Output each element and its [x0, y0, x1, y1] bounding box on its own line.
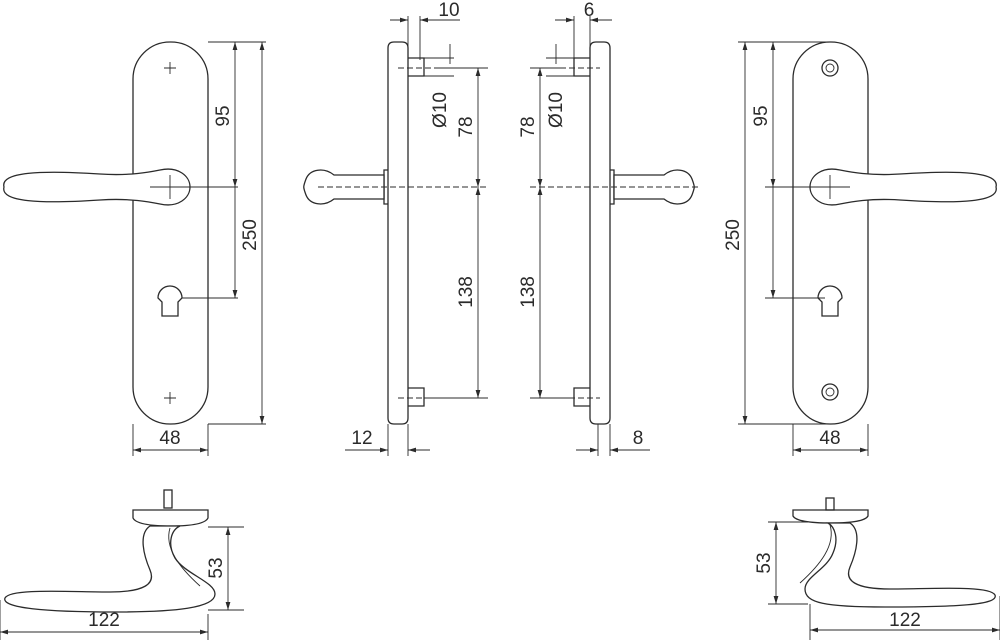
top-view-left: 53 122 [0, 489, 244, 640]
dim-53: 53 [206, 557, 227, 578]
screw-icon [821, 59, 839, 77]
dim-78: 78 [518, 116, 539, 137]
screw-icon [821, 383, 839, 401]
extension-lines [530, 57, 574, 399]
dim-78: 78 [456, 116, 477, 137]
center-lines [318, 67, 488, 399]
lever-profile [4, 525, 216, 613]
extension-lines [738, 41, 830, 425]
side-view-right: 6 Ø10 78 138 8 [518, 0, 700, 456]
dim-250: 250 [723, 219, 744, 251]
dim-53: 53 [754, 552, 775, 573]
keyhole [817, 285, 843, 317]
dim-95: 95 [213, 105, 234, 126]
dim-122: 122 [88, 610, 120, 631]
lever-side [613, 169, 695, 205]
dim-122: 122 [889, 610, 921, 631]
lever-side [303, 169, 385, 205]
dim-dia10: Ø10 [546, 92, 567, 128]
extension-lines [597, 424, 611, 456]
screw-mark-icon [164, 62, 176, 404]
front-view-right: 95 250 48 [723, 41, 997, 456]
fixing-pins [408, 57, 425, 407]
extension-lines [768, 521, 1000, 640]
escutcheon-plate [792, 41, 869, 425]
plate-side [387, 41, 409, 425]
spindle [825, 497, 835, 511]
center-lines [530, 67, 700, 399]
lever-contour [799, 524, 832, 584]
keyhole [157, 285, 183, 317]
dim-6: 6 [584, 0, 595, 21]
lever-profile [804, 522, 996, 608]
extension-lines [555, 16, 591, 64]
dim-95: 95 [751, 105, 772, 126]
fixing-pins [573, 57, 590, 407]
front-view-left: 95 250 48 [3, 41, 266, 456]
dim-12: 12 [351, 428, 372, 449]
plate-side [589, 41, 611, 425]
top-view-right: 53 122 [754, 497, 1000, 640]
rose [132, 509, 209, 527]
screw-inner [825, 387, 835, 397]
screw-inner [825, 63, 835, 73]
spindle [163, 489, 173, 509]
dim-48: 48 [159, 428, 180, 449]
dim-138: 138 [518, 276, 539, 308]
dim-dia10: Ø10 [430, 92, 451, 128]
rose [792, 509, 869, 524]
dim-48: 48 [819, 428, 840, 449]
lever-contour [168, 527, 201, 587]
extension-lines [387, 397, 488, 456]
dim-250: 250 [240, 219, 261, 251]
dim-10: 10 [438, 0, 459, 21]
dim-138: 138 [456, 276, 477, 308]
escutcheon-plate [132, 41, 209, 425]
extension-lines [407, 16, 451, 64]
side-view-left: 10 Ø10 78 138 12 [303, 0, 488, 456]
dim-8: 8 [633, 428, 644, 449]
